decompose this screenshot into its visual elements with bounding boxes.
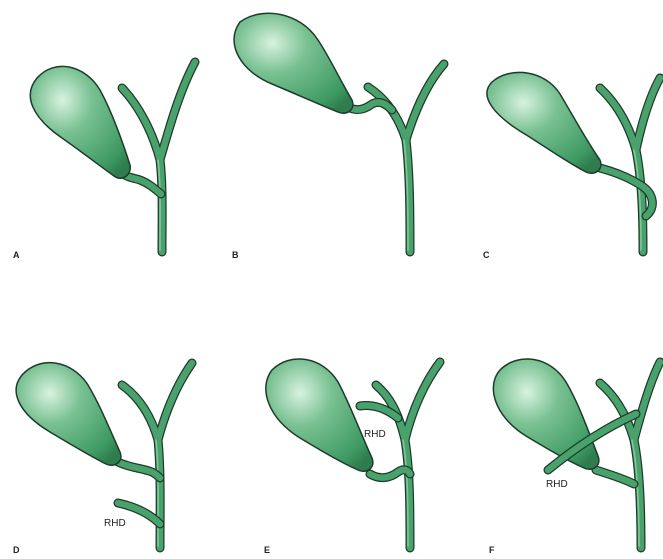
- panel-letter: F: [489, 545, 495, 555]
- panel-c: C: [483, 72, 660, 260]
- common-bile-duct: [600, 362, 660, 548]
- cystic-duct: [370, 470, 410, 478]
- panel-letter: A: [13, 250, 20, 260]
- gallbladder: [234, 13, 353, 113]
- panel-letter: B: [232, 250, 239, 260]
- rhd-label: RHD: [104, 518, 126, 529]
- gallbladder: [30, 66, 130, 178]
- panel-d: RHD D: [13, 363, 192, 555]
- panel-f: RHD F: [489, 359, 660, 555]
- panel-e: RHD E: [264, 359, 440, 555]
- cystic-duct: [118, 462, 160, 478]
- common-bile-duct: [368, 64, 444, 252]
- panel-letter: C: [483, 250, 490, 260]
- gallbladder: [266, 359, 373, 471]
- panel-letter: E: [264, 545, 270, 555]
- common-bile-duct: [600, 78, 660, 252]
- gallbladder: [493, 359, 599, 469]
- gallbladder: [487, 72, 601, 173]
- panel-letter: D: [13, 545, 20, 555]
- gallbladder: [16, 363, 121, 466]
- rhd-label: RHD: [364, 429, 386, 440]
- cystic-duct: [596, 470, 634, 484]
- common-bile-duct: [122, 62, 195, 252]
- panel-b: B: [232, 13, 444, 260]
- rhd-label: RHD: [546, 479, 568, 490]
- panel-a: A: [13, 62, 195, 260]
- common-bile-duct: [376, 362, 440, 548]
